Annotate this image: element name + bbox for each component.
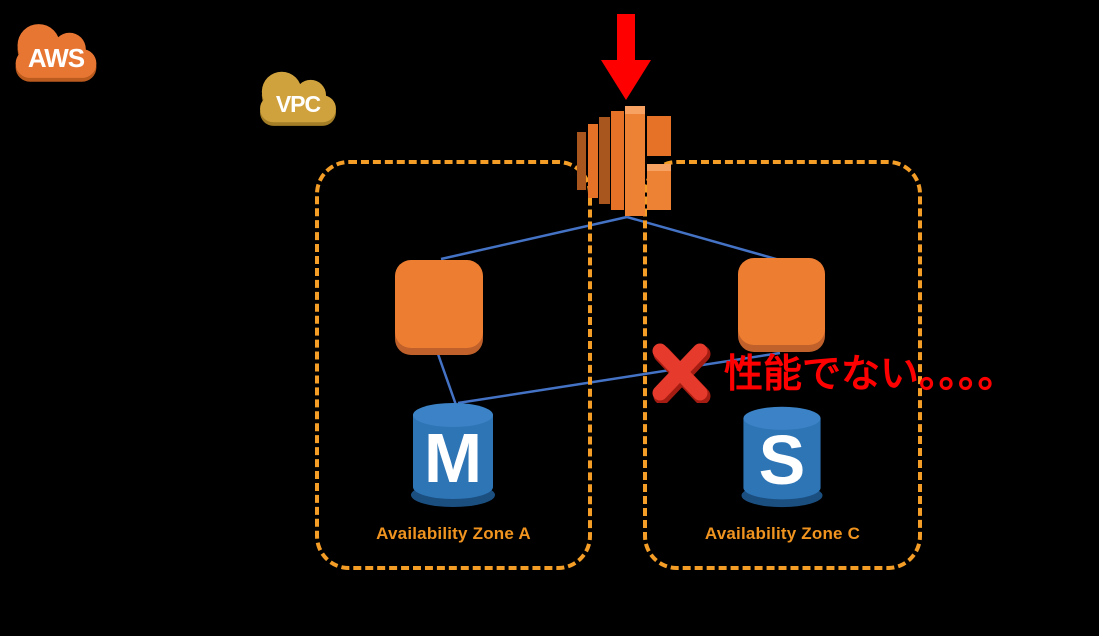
db-standby-letter: S xyxy=(758,421,806,499)
ec2-instance-zone-c xyxy=(738,258,825,345)
load-balancer-icon xyxy=(577,106,677,216)
availability-zone-a-box: Availability Zone A xyxy=(315,160,592,570)
db-standby-icon: S xyxy=(739,401,825,509)
connection-ec2-a-to-db-master xyxy=(436,353,458,406)
availability-zone-a-label: Availability Zone A xyxy=(376,524,531,543)
aws-cloud-label: AWS xyxy=(27,42,85,73)
vpc-cloud-label: VPC xyxy=(275,90,321,117)
incoming-traffic-arrow-icon xyxy=(601,14,651,100)
availability-zone-c-label: Availability Zone C xyxy=(704,524,861,543)
ec2-instance-zone-a xyxy=(395,260,483,348)
db-master-letter: M xyxy=(423,419,483,497)
performance-note: 性能でない。。。。 xyxy=(724,353,1017,396)
connection-db-master-to-ec2-c xyxy=(457,351,781,405)
connection-elb-to-ec2-c xyxy=(626,215,784,263)
aws-cloud-icon: AWS xyxy=(6,16,106,86)
availability-zone-c-box: Availability Zone C xyxy=(643,160,922,570)
vpc-cloud-icon: VPC xyxy=(251,62,345,132)
connection-elb-to-ec2-a xyxy=(440,215,628,261)
cross-mark-icon xyxy=(650,341,712,403)
db-master-icon: M xyxy=(409,397,497,509)
